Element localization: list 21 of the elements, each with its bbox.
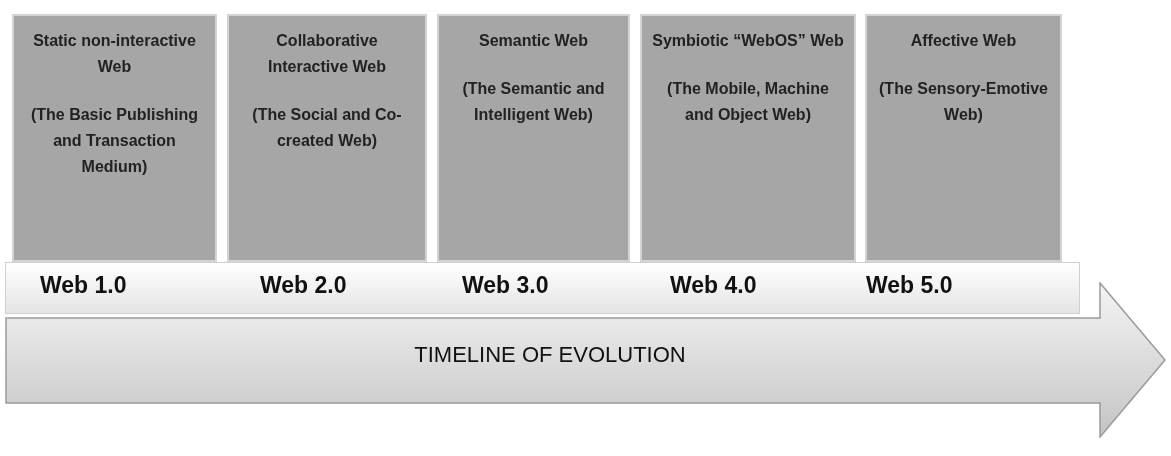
era-title: Collaborative Interactive Web [267,31,387,77]
era-title: Static non-interactive Web [32,31,197,77]
era-description: (The Sensory-Emotive Web) [878,79,1049,125]
era-description: (The Social and Co-created Web) [251,105,403,151]
era-box [437,14,630,262]
era-box [12,14,217,262]
version-label: Web 1.0 [40,272,127,299]
era-box [227,14,427,262]
era-title: Symbiotic “WebOS” Web [652,31,844,51]
version-label: Web 5.0 [866,272,953,299]
timeline-label: TIMELINE OF EVOLUTION [413,342,687,368]
era-title: Semantic Web [478,31,589,51]
era-box [640,14,856,262]
era-description: (The Semantic and Intelligent Web) [461,79,606,125]
era-title: Affective Web [910,31,1017,51]
version-label: Web 3.0 [462,272,549,299]
era-description: (The Mobile, Machine and Object Web) [666,79,830,125]
era-description: (The Basic Publishing and Transaction Medium) [29,105,200,177]
version-label: Web 2.0 [260,272,347,299]
version-label: Web 4.0 [670,272,757,299]
era-box [865,14,1062,262]
